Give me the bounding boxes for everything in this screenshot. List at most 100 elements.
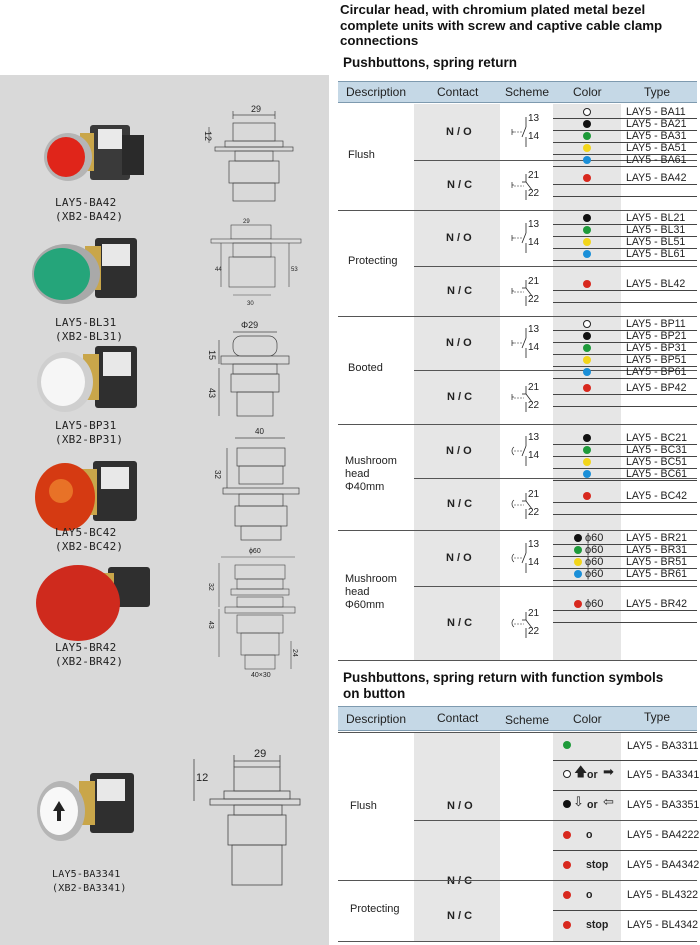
terminal-label: 14 — [528, 237, 540, 248]
terminal-label: 21 — [528, 276, 540, 287]
type-code: LAY5 - BR21 — [626, 532, 688, 544]
color-dot-yellow — [583, 144, 591, 152]
type-code: LAY5 - BA11 — [626, 106, 686, 118]
type-code: LAY5 - BC51 — [626, 456, 688, 468]
size-label: ϕ60 — [585, 556, 604, 568]
row-divider — [338, 424, 697, 425]
type-code: LAY5 - BA21 — [626, 118, 687, 130]
svg-text:12: 12 — [203, 131, 213, 141]
type-code: LAY5 - BL51 — [626, 236, 686, 248]
svg-text:12: 12 — [196, 772, 208, 784]
contact-nc: N / C — [447, 285, 473, 297]
color-dot-green — [583, 132, 591, 140]
size-label: ϕ60 — [585, 568, 604, 580]
svg-text:43: 43 — [207, 388, 217, 398]
color-dot-blue — [574, 570, 582, 578]
color-dot-red — [583, 174, 591, 182]
type-code: LAY5 - BA4222 — [627, 829, 700, 841]
no-contact-symbol — [511, 436, 527, 466]
row-description: head — [345, 468, 370, 480]
row-divider — [414, 586, 697, 587]
terminal-label: 13 — [528, 324, 540, 335]
row-description: Φ40mm — [345, 481, 385, 493]
color-dot-yellow — [583, 458, 591, 466]
terminal-label: 22 — [528, 626, 540, 637]
stop-symbol-label: stop — [586, 919, 609, 931]
type-code: LAY5 - BA3351 — [627, 799, 700, 811]
type-code: LAY5 - BR51 — [626, 556, 688, 568]
row-divider — [553, 224, 697, 225]
row-divider — [338, 941, 697, 942]
nc-contact-symbol — [511, 174, 533, 200]
row-divider — [414, 820, 697, 821]
product-photo-br42 — [36, 565, 150, 641]
row-description: Protecting — [348, 255, 398, 267]
row-divider — [414, 370, 697, 371]
size-label: ϕ60 — [585, 544, 604, 556]
row-divider — [553, 166, 697, 167]
row-divider — [338, 660, 697, 661]
dimension-drawing-flush: 29 12 — [203, 104, 294, 202]
row-divider — [553, 456, 697, 457]
svg-text:ϕ60: ϕ60 — [249, 548, 261, 555]
arrow-left-outline-icon: ⇦ — [603, 794, 614, 809]
o-symbol-label: o — [586, 829, 593, 841]
contact-no: N / O — [447, 800, 473, 812]
color-dot-black — [583, 120, 591, 128]
row-divider — [553, 196, 697, 197]
row-divider — [553, 342, 697, 343]
size-label: ϕ60 — [585, 532, 604, 544]
dimension-drawing-mushroom60: ϕ60 32 43 24 40×30 — [207, 548, 298, 679]
terminal-label: 14 — [528, 131, 540, 142]
contact-nc: N / C — [447, 391, 473, 403]
svg-text:32: 32 — [207, 583, 214, 591]
contact-no: N / O — [446, 126, 472, 138]
col-color: Color — [573, 712, 602, 726]
color-dot-blue — [583, 250, 591, 258]
color-dot-yellow — [574, 558, 582, 566]
color-dot-red — [563, 891, 571, 899]
contact-column-bg — [414, 104, 500, 660]
color-dot-green — [583, 226, 591, 234]
terminal-label: 22 — [528, 294, 540, 305]
terminal-label: 13 — [528, 219, 540, 230]
svg-text:44: 44 — [215, 267, 222, 273]
col-description: Description — [346, 85, 407, 99]
row-divider — [553, 544, 697, 545]
terminal-label: 13 — [528, 539, 540, 550]
svg-text:53: 53 — [291, 267, 298, 273]
row-divider — [553, 366, 697, 367]
terminal-label: 14 — [528, 342, 540, 353]
row-divider — [338, 732, 697, 733]
type-code: LAY5 - BP21 — [626, 330, 687, 342]
type-code: LAY5 - BR31 — [626, 544, 688, 556]
caption-br42: LAY5-BR42(XB2-BR42) — [55, 641, 124, 668]
dimension-drawing-mushroom40: 40 32 — [213, 427, 300, 541]
terminal-label: 21 — [528, 170, 540, 181]
table1-header: Description Contact Scheme Color Type — [338, 81, 697, 103]
row-divider — [553, 290, 697, 291]
row-divider — [553, 302, 697, 303]
contact-column-bg-2 — [414, 732, 500, 942]
type-code: LAY5 - BA61 — [626, 154, 687, 166]
type-code: LAY5 - BL4342 — [627, 919, 699, 931]
color-dot-red — [583, 492, 591, 500]
desc-flush-function: Flush — [350, 800, 377, 812]
terminal-label: 22 — [528, 188, 540, 199]
type-code: LAY5 - BR42 — [626, 598, 688, 610]
row-divider — [553, 502, 697, 503]
type-code: LAY5 - BL42 — [626, 278, 686, 290]
svg-text:15: 15 — [207, 350, 217, 360]
row-description: Mushroom — [345, 455, 397, 467]
type-code: LAY5 - BL21 — [626, 212, 686, 224]
type-code: LAY5 - BR61 — [626, 568, 688, 580]
caption-bl31: LAY5-BL31(XB2-BL31) — [55, 316, 124, 343]
terminal-label: 21 — [528, 489, 540, 500]
terminal-label: 13 — [528, 113, 540, 124]
col-description: Description — [346, 712, 407, 726]
color-dot-blue — [583, 368, 591, 376]
desc-protecting-function: Protecting — [350, 903, 400, 915]
contact-no: N / O — [446, 552, 472, 564]
row-divider — [553, 184, 697, 185]
color-dot-black — [583, 332, 591, 340]
